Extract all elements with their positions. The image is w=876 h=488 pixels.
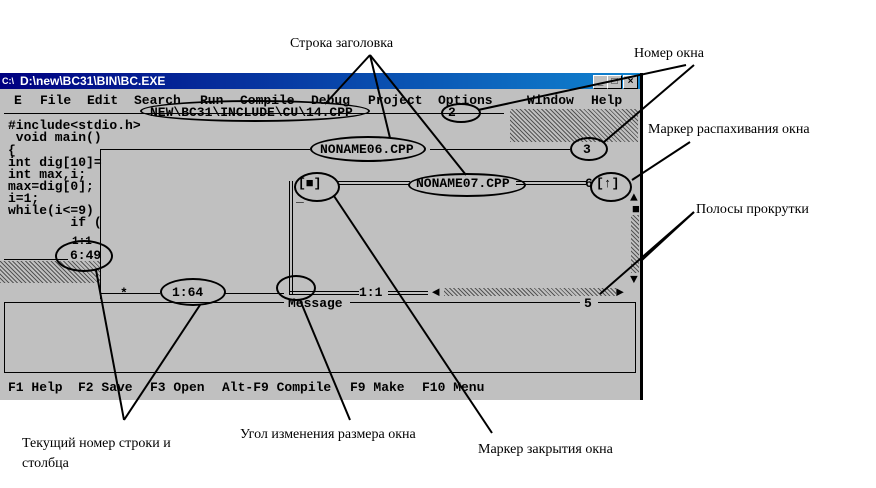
editor3-window-number: 6 bbox=[585, 176, 593, 191]
status-alt-f9-compile[interactable]: Alt-F9 Compile bbox=[222, 380, 332, 395]
window-titlebar[interactable]: C:\ D:\new\BC31\BIN\BC.EXE _ □ × bbox=[0, 73, 640, 89]
highlight-close-marker bbox=[294, 172, 340, 202]
code-line: if ( bbox=[8, 215, 102, 230]
status-f3-open[interactable]: F3 Open bbox=[150, 380, 205, 395]
status-f1-help[interactable]: F1 Help bbox=[8, 380, 63, 395]
menu-item-edit[interactable]: Edit bbox=[87, 93, 119, 108]
highlight-zoom-marker bbox=[590, 172, 632, 202]
code-line: int dig[10]= bbox=[8, 155, 102, 170]
menu-item-help[interactable]: Help bbox=[591, 93, 623, 108]
window-title: D:\new\BC31\BIN\BC.EXE bbox=[20, 74, 166, 88]
highlight-line-col-1 bbox=[55, 240, 113, 272]
message-window-number: 5 bbox=[584, 296, 592, 311]
annotation-scrollbars: Полосы прокрутки bbox=[696, 202, 809, 217]
code-line: void main() bbox=[8, 130, 102, 145]
hscroll-right-arrow[interactable]: ► bbox=[616, 285, 624, 300]
vscroll-down-arrow[interactable]: ▼ bbox=[630, 272, 638, 287]
annotation-zoom-marker: Маркер распахивания окна bbox=[648, 122, 810, 137]
annotation-line-col-1: Текущий номер строки и bbox=[22, 436, 171, 451]
highlight-noname07-title bbox=[408, 173, 526, 197]
highlight-noname06-title bbox=[310, 136, 426, 162]
code-line: i=1; bbox=[8, 191, 40, 206]
code-line: int max,i; bbox=[8, 167, 87, 182]
status-f9-make[interactable]: F9 Make bbox=[350, 380, 405, 395]
code-line: while(i<=9) bbox=[8, 203, 94, 218]
annotation-window-number: Номер окна bbox=[634, 46, 704, 61]
annotation-close-marker: Маркер закрытия окна bbox=[478, 442, 613, 457]
highlight-window-number bbox=[441, 103, 481, 123]
desktop-background bbox=[510, 109, 638, 142]
code-line: max=dig[0]; bbox=[8, 179, 94, 194]
vscroll-thumb[interactable]: ■ bbox=[632, 202, 640, 217]
horizontal-scrollbar[interactable] bbox=[444, 288, 616, 296]
editor3-line-col: 1:1 bbox=[359, 285, 383, 300]
console-icon: C:\ bbox=[2, 76, 14, 86]
highlight-title-line bbox=[140, 100, 370, 122]
hscroll-left-arrow[interactable]: ◄ bbox=[432, 285, 440, 300]
highlight-resize-corner bbox=[276, 275, 316, 301]
code-line: #include<stdio.h> bbox=[8, 118, 141, 133]
bc-window: C:\ D:\new\BC31\BIN\BC.EXE _ □ × E File … bbox=[0, 73, 643, 400]
menu-item-file[interactable]: File bbox=[40, 93, 72, 108]
annotation-line-col-2: столбца bbox=[22, 456, 69, 471]
code-line: { bbox=[8, 143, 16, 158]
menu-item-system[interactable]: E bbox=[14, 93, 22, 108]
vscroll-up-arrow[interactable]: ▲ bbox=[630, 190, 638, 205]
status-f10-menu[interactable]: F10 Menu bbox=[422, 380, 485, 395]
annotation-title-line: Строка заголовка bbox=[290, 36, 394, 51]
highlight-line-col-2 bbox=[160, 278, 226, 306]
vertical-scrollbar[interactable] bbox=[631, 215, 639, 273]
annotation-resize-corner: Угол изменения размера окна bbox=[240, 427, 416, 442]
highlight-window-number-3 bbox=[570, 137, 608, 161]
